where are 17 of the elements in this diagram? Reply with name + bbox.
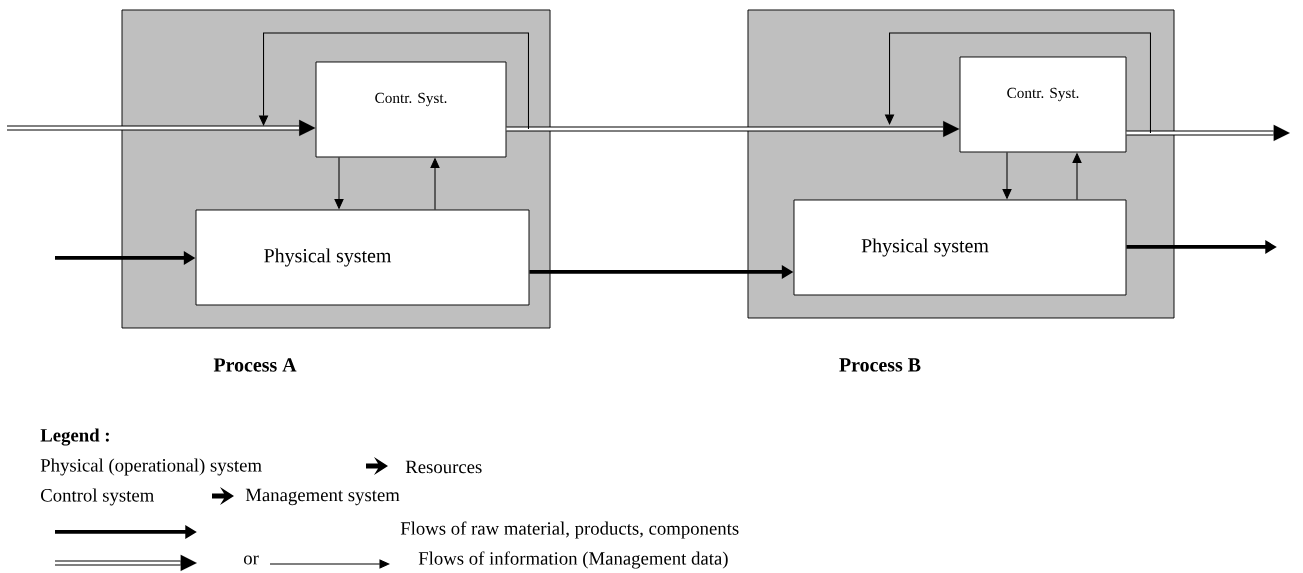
legend-text: or — [243, 555, 259, 565]
arrow — [1126, 124, 1290, 142]
box-label: Contr. Syst. — [375, 92, 447, 107]
process-label: Process A — [213, 358, 297, 372]
legend-text: Resources — [405, 460, 482, 474]
box-label: Physical system — [861, 238, 989, 257]
process-label: Process B — [839, 358, 921, 372]
arrow — [506, 120, 960, 138]
legend-heading: Legend : — [40, 428, 109, 446]
legend-text: Management system — [245, 488, 400, 506]
legend-text: Flows of information (Management data) — [418, 551, 728, 569]
legend-text: Control system — [41, 488, 154, 506]
arrow — [7, 119, 316, 137]
box-label: Physical system — [264, 248, 392, 267]
box-label: Contr. Syst. — [1007, 87, 1079, 102]
legend-text: Flows of raw material, products, components — [400, 521, 739, 539]
legend-text: Physical (operational) system — [40, 458, 262, 476]
